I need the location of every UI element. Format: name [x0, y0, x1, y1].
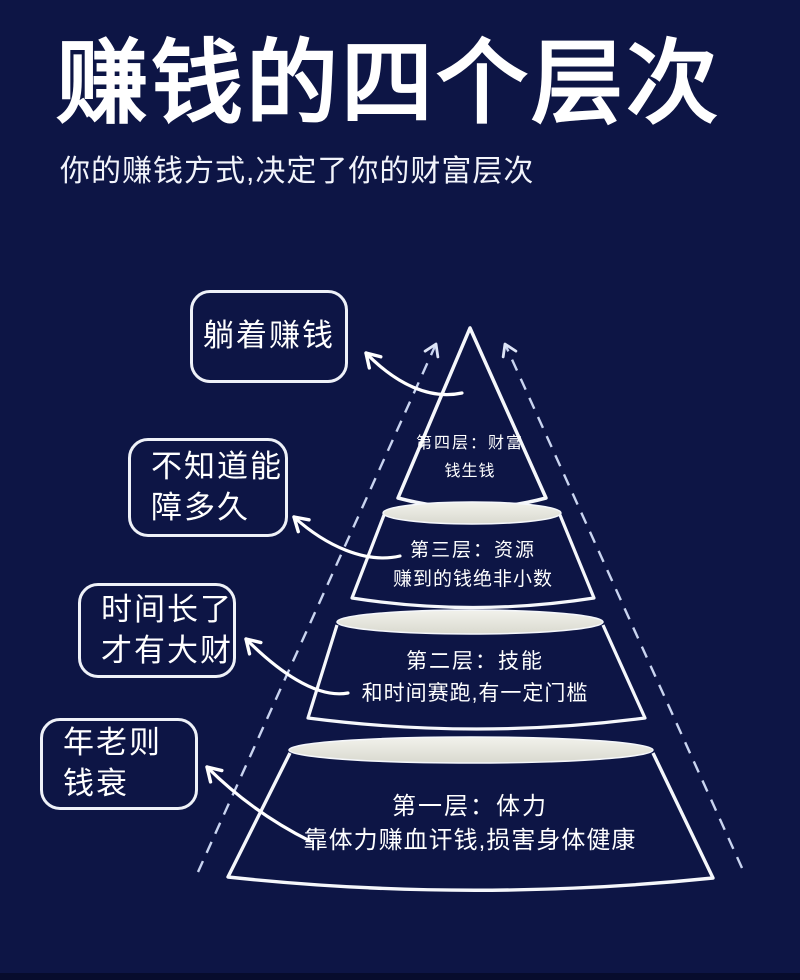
pyramid-level-3-shape — [350, 501, 596, 610]
callout-box-3: 时间长了 才有大财 — [78, 583, 236, 678]
level-2-text: 第二层：技能 和时间赛跑,有一定门槛 — [320, 646, 630, 709]
callout-box-2: 不知道能 障多久 — [128, 438, 288, 537]
level-1-top-ellipse — [288, 736, 654, 764]
callout-1-line: 躺着赚钱 — [203, 318, 335, 354]
level-2-label: 第二层：技能 — [406, 650, 544, 673]
level-2-outline — [306, 624, 647, 731]
level-1-label: 第一层：体力 — [392, 793, 548, 820]
level-1-outline — [226, 752, 715, 892]
dashed-up-arrow-right — [501, 342, 744, 869]
level-3-description: 赚到的钱绝非小数 — [392, 569, 553, 591]
callout-2-line: 障多久 — [151, 489, 250, 525]
callout-3-line: 才有大财 — [101, 632, 233, 668]
curved-arrow-to-callout-2 — [292, 515, 402, 560]
level-3-outline — [350, 514, 596, 610]
level-2-description: 和时间赛跑,有一定门槛 — [361, 681, 589, 705]
level-3-top-ellipse — [382, 501, 562, 525]
callout-2-line: 不知道能 — [151, 448, 283, 484]
bottom-strip — [0, 973, 800, 980]
level-3-text: 第三层：资源 赚到的钱绝非小数 — [338, 536, 608, 595]
level-2-top-ellipse — [336, 609, 604, 635]
callout-4-line: 钱衰 — [63, 766, 129, 801]
callout-box-4: 年老则 钱衰 — [40, 718, 198, 810]
page-title: 赚钱的四个层次 — [56, 33, 722, 135]
callout-3-line: 时间长了 — [101, 591, 233, 627]
level-1-text: 第一层：体力 靠体力赚血讦钱,损害身体健康 — [260, 790, 680, 858]
callout-box-1: 躺着赚钱 — [190, 290, 348, 383]
level-1-description: 靠体力赚血讦钱,损害身体健康 — [303, 827, 637, 855]
level-4-description: 钱生钱 — [444, 463, 496, 480]
level-3-label: 第三层：资源 — [409, 540, 536, 561]
level-4-text: 第四层：财富 钱生钱 — [370, 430, 570, 486]
pyramid-level-2-shape — [306, 609, 647, 731]
curved-arrow-to-callout-3 — [244, 637, 350, 696]
callout-4-line: 年老则 — [63, 725, 162, 761]
curved-arrow-to-callout-4 — [205, 765, 312, 843]
curved-arrow-to-callout-1 — [364, 351, 464, 397]
pyramid-level-1-shape — [226, 736, 715, 892]
level-4-label: 第四层：财富 — [415, 435, 524, 452]
page-subtitle: 你的赚钱方式,决定了你的财富层次 — [60, 155, 535, 188]
